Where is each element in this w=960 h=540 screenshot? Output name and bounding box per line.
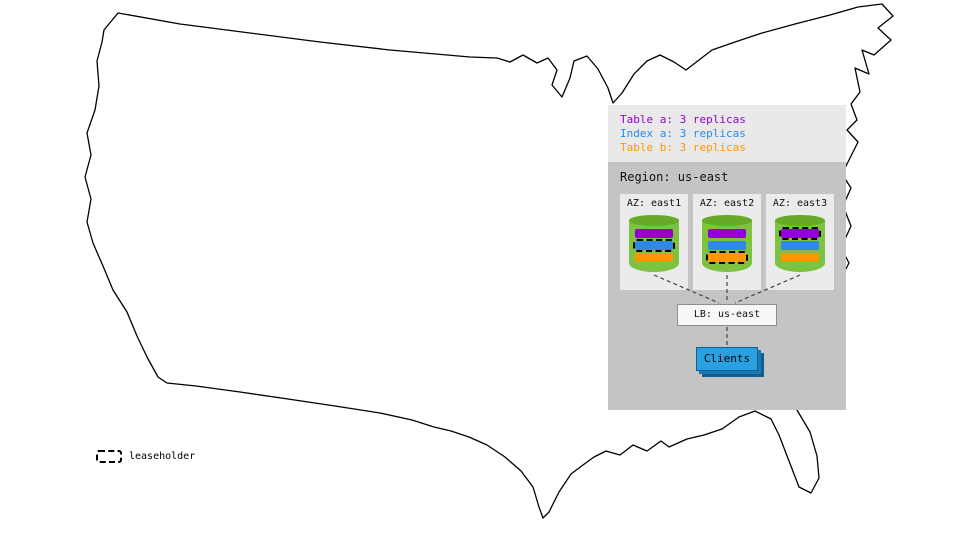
replica-index-a [781,241,819,250]
az-label: AZ: east1 [626,198,682,209]
az-label: AZ: east2 [699,198,755,209]
az-row: AZ: east1 AZ: east2 [620,194,834,290]
replica-index-a [708,241,746,250]
legend-table-a: Table a: 3 replicas [620,113,746,126]
legend-index-a: Index a: 3 replicas [620,127,746,140]
cylinder-top-icon [702,215,752,226]
region-box: Region: us-east AZ: east1 AZ: east2 [608,162,846,410]
cylinder-top-icon [629,215,679,226]
replica-table-b [781,253,819,262]
az-box-east2: AZ: east2 [693,194,761,290]
replica-table-b [635,253,673,262]
replica-legend: Table a: 3 replicas Index a: 3 replicas … [608,105,846,162]
cylinder-top-icon [775,215,825,226]
replica-table-a [635,229,673,238]
az-label: AZ: east3 [772,198,828,209]
clients-box: Clients [696,347,758,371]
leaseholder-key-label: leaseholder [129,451,196,462]
leaseholder-key: leaseholder [96,450,195,463]
database-cylinder [629,215,679,272]
database-cylinder [775,215,825,272]
replica-table-a [708,229,746,238]
region-panel: Table a: 3 replicas Index a: 3 replicas … [608,105,846,410]
replica-bars [779,227,821,262]
database-cylinder [702,215,752,272]
replica-bars [633,229,675,262]
replica-table-a [779,227,821,240]
leaseholder-swatch [96,450,122,463]
replica-index-a [633,239,675,252]
region-title: Region: us-east [620,170,729,184]
load-balancer-box: LB: us-east [677,304,777,326]
replica-bars [706,229,748,264]
az-box-east3: AZ: east3 [766,194,834,290]
az-box-east1: AZ: east1 [620,194,688,290]
replica-table-b [706,251,748,264]
legend-table-b: Table b: 3 replicas [620,141,746,154]
